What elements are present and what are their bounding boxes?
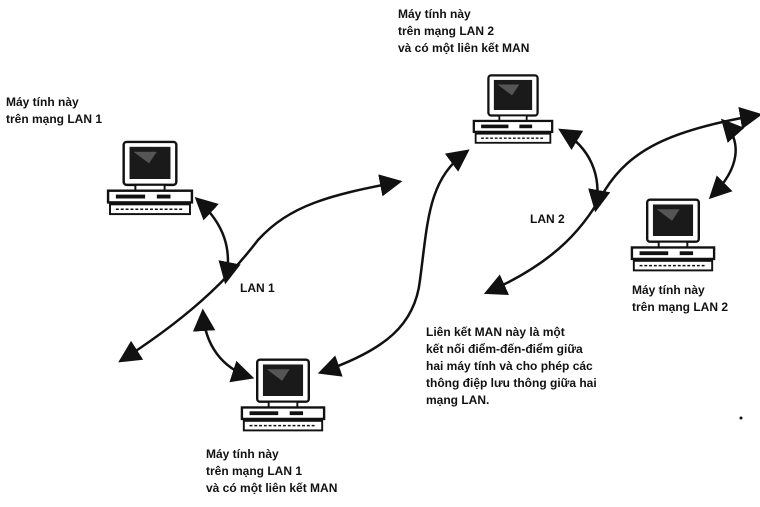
- stray-dot: [739, 416, 743, 420]
- label-pc-lan1-bottom: Máy tính này trên mạng LAN 1 và có một l…: [206, 447, 338, 495]
- lan1-top-branch: [194, 196, 241, 285]
- man-link: [317, 149, 470, 377]
- label-pc-lan2-top: Máy tính này trên mạng LAN 2 và có một l…: [398, 7, 530, 55]
- lan1-bottom-branch: [192, 308, 255, 383]
- computer-lan2-right: [630, 198, 716, 272]
- computer-lan1-bottom: [240, 358, 326, 432]
- lan2-right-branch: [708, 118, 745, 200]
- computer-lan2-top: [472, 74, 554, 144]
- computer-lan1-top: [106, 140, 194, 216]
- label-lan1: LAN 1: [240, 281, 275, 295]
- label-man-note: Liên kết MAN này là một kết nối điểm-đến…: [426, 325, 597, 407]
- lan2-top-branch: [558, 128, 611, 213]
- label-lan2: LAN 2: [530, 212, 565, 226]
- label-pc-lan1-top: Máy tính này trên mạng LAN 1: [6, 95, 103, 126]
- label-pc-lan2-right: Máy tính này trên mạng LAN 2: [632, 283, 729, 314]
